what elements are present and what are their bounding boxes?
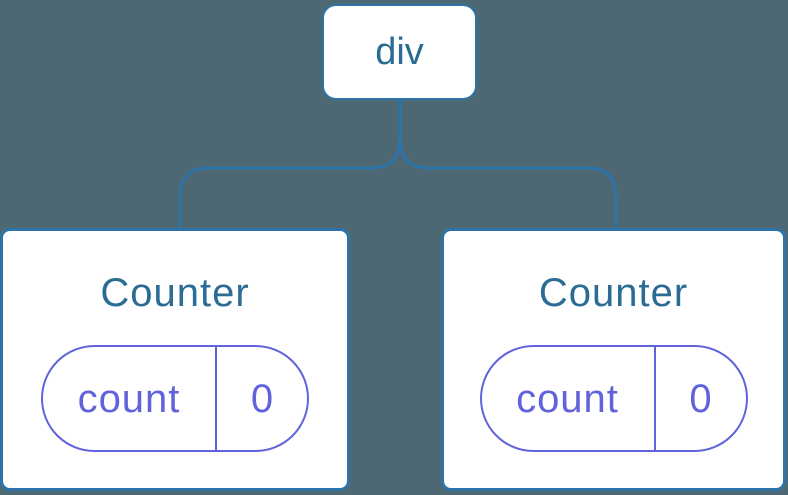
root-node-label: div: [375, 31, 424, 73]
state-key-cell: count: [43, 347, 217, 450]
state-value-cell: 0: [656, 347, 746, 450]
connector-left-branch: [178, 95, 402, 238]
state-pill: count 0: [479, 345, 748, 452]
state-pill: count 0: [41, 345, 309, 452]
component-name: Counter: [100, 271, 250, 315]
state-key: count: [77, 376, 181, 421]
state-key-cell: count: [482, 347, 656, 450]
connector-right-branch: [398, 95, 618, 238]
counter-card-right: Counter count 0: [441, 228, 786, 491]
state-value: 0: [250, 376, 274, 421]
state-key: count: [516, 376, 619, 421]
component-name: Counter: [538, 271, 689, 315]
counter-card-left: Counter count 0: [0, 228, 350, 491]
root-node: div: [322, 4, 477, 100]
state-value: 0: [689, 376, 712, 421]
state-value-cell: 0: [217, 347, 307, 450]
